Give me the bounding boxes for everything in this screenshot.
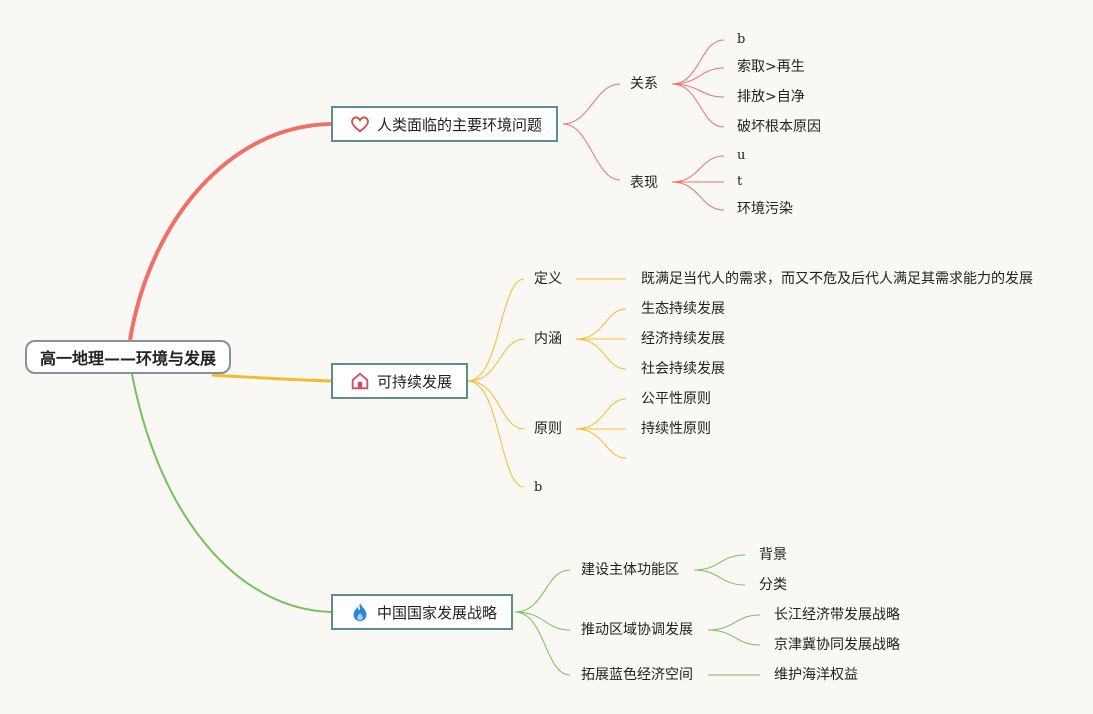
leaf-topic[interactable]: 京津冀协同发展战略 [774,637,900,653]
edges-branch-3 [514,554,761,676]
edges-branch-2 [467,278,627,488]
subtopic-definition[interactable]: 定义 [534,271,562,287]
leaf-topic[interactable]: 破坏根本原因 [737,119,821,135]
subtopic-principle[interactable]: 原则 [534,421,562,437]
edge-root-branch-3 [131,373,333,613]
flame-icon [349,601,371,623]
edge-root-branch-2 [211,373,333,383]
main-topic-national-strategy[interactable]: 中国国家发展战略 [331,594,514,630]
subtopic-b[interactable]: b [534,480,543,495]
root-topic[interactable]: 高一地理——环境与发展 [25,340,231,374]
subtopic-regional-coordination[interactable]: 推动区域协调发展 [581,622,693,638]
leaf-topic[interactable]: 持续性原则 [641,421,711,437]
leaf-topic[interactable]: 公平性原则 [641,391,711,407]
leaf-topic[interactable]: 排放>自净 [737,89,805,105]
subtopic-manifestation[interactable]: 表现 [630,175,658,191]
subtopic-relation[interactable]: 关系 [630,76,658,92]
heart-icon [349,113,371,135]
subtopic-blue-economy[interactable]: 拓展蓝色经济空间 [581,667,693,683]
main-topic-environment-problems[interactable]: 人类面临的主要环境问题 [331,106,559,142]
main-topic-label: 中国国家发展战略 [377,603,498,622]
leaf-topic[interactable]: t [737,174,743,189]
leaf-topic[interactable]: 既满足当代人的需求，而又不危及后代人满足其需求能力的发展 [641,271,1033,287]
leaf-topic[interactable]: u [737,148,746,163]
main-topic-sustainable-development[interactable]: 可持续发展 [331,363,469,399]
leaf-topic[interactable]: 背景 [759,547,787,563]
house-icon [349,370,371,392]
leaf-topic[interactable]: 索取>再生 [737,59,805,75]
main-topic-label: 人类面临的主要环境问题 [377,115,543,134]
edges-branch-1 [562,39,725,211]
leaf-topic[interactable]: 环境污染 [737,201,793,217]
root-topic-label: 高一地理——环境与发展 [39,349,216,368]
leaf-topic[interactable]: 分类 [759,577,787,593]
main-topic-label: 可持续发展 [377,372,453,391]
leaf-topic[interactable]: 生态持续发展 [641,301,725,317]
leaf-topic[interactable]: b [737,32,746,47]
leaf-topic[interactable]: 社会持续发展 [641,361,725,377]
edge-root-branch-1 [128,122,333,341]
leaf-topic[interactable]: 经济持续发展 [641,331,725,347]
leaf-topic[interactable]: 长江经济带发展战略 [774,607,900,623]
subtopic-connotation[interactable]: 内涵 [534,331,562,347]
subtopic-functional-zones[interactable]: 建设主体功能区 [581,562,679,578]
leaf-topic[interactable]: 维护海洋权益 [774,667,858,683]
